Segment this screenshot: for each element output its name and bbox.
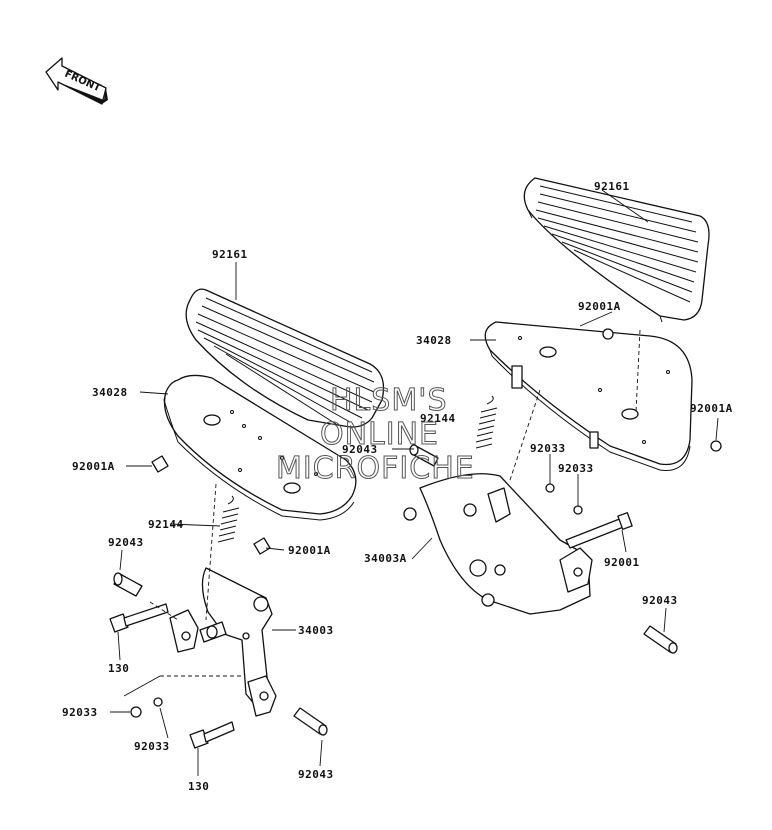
left-floorboard-rubber <box>185 288 385 428</box>
right-floorboard-rubber <box>523 177 710 323</box>
callout-left-bolt-b: 130 <box>188 780 209 793</box>
callout-left-bolt-cap: 92001A <box>72 460 115 473</box>
left-nut-b <box>253 537 271 555</box>
right-leader-lines <box>392 189 719 633</box>
left-leader-lines <box>110 262 323 776</box>
right-bolt <box>565 512 633 549</box>
left-footboard-pad <box>163 374 357 521</box>
watermark-line-1: HLSM'S <box>330 383 448 418</box>
callout-right-clip-b: 92033 <box>558 462 594 475</box>
left-nut-a <box>151 455 169 473</box>
left-spring <box>217 495 240 543</box>
right-nut-b <box>710 440 722 452</box>
right-pin-bottom <box>643 625 678 654</box>
callout-right-pin-top: 92043 <box>342 443 378 456</box>
left-clip-b <box>153 697 163 707</box>
left-bracket <box>169 567 277 717</box>
callout-right-pad: 34028 <box>416 334 452 347</box>
callout-left-board: 92161 <box>212 248 248 261</box>
right-bracket <box>403 473 593 615</box>
left-bolt-a <box>109 603 169 633</box>
callout-left-spring: 92144 <box>148 518 184 531</box>
right-pin-top <box>409 444 439 467</box>
callout-left-clip-a: 92033 <box>62 706 98 719</box>
callout-right-board: 92161 <box>594 180 630 193</box>
callout-left-bolt-cap-b: 92001A <box>288 544 331 557</box>
left-pin-bottom <box>293 707 328 736</box>
callout-left-bracket: 34003 <box>298 624 334 637</box>
watermark-line-2: ONLINE <box>320 417 439 452</box>
callout-right-spring: 92144 <box>420 412 456 425</box>
watermark: HLSM'S ONLINE MICROFICHE <box>276 383 475 487</box>
right-nut-a <box>602 328 614 340</box>
right-clip-b <box>573 505 583 515</box>
callout-right-bolt-cap: 92001A <box>578 300 621 313</box>
left-clip-a <box>130 706 142 718</box>
left-pin-top <box>113 572 143 597</box>
callout-left-pad: 34028 <box>92 386 128 399</box>
callout-right-bracket: 34003A <box>364 552 407 565</box>
watermark-line-3: MICROFICHE <box>276 451 475 486</box>
front-arrow-icon: FRONT <box>45 57 108 105</box>
callout-right-bolt: 92001 <box>604 556 640 569</box>
callout-right-clip-a: 92033 <box>530 442 566 455</box>
callout-left-bolt-a: 130 <box>108 662 129 675</box>
callout-right-bolt-cap-b: 92001A <box>690 402 733 415</box>
callout-left-clip-b: 92033 <box>134 740 170 753</box>
left-bolt-b <box>189 721 235 749</box>
callout-left-pin-top: 92043 <box>108 536 144 549</box>
right-footboard-pad <box>484 321 693 471</box>
right-spring <box>475 395 498 449</box>
callout-right-pin-bottom: 92043 <box>642 594 678 607</box>
callout-left-pin-bottom: 92043 <box>298 768 334 781</box>
right-clip-a <box>545 483 555 493</box>
